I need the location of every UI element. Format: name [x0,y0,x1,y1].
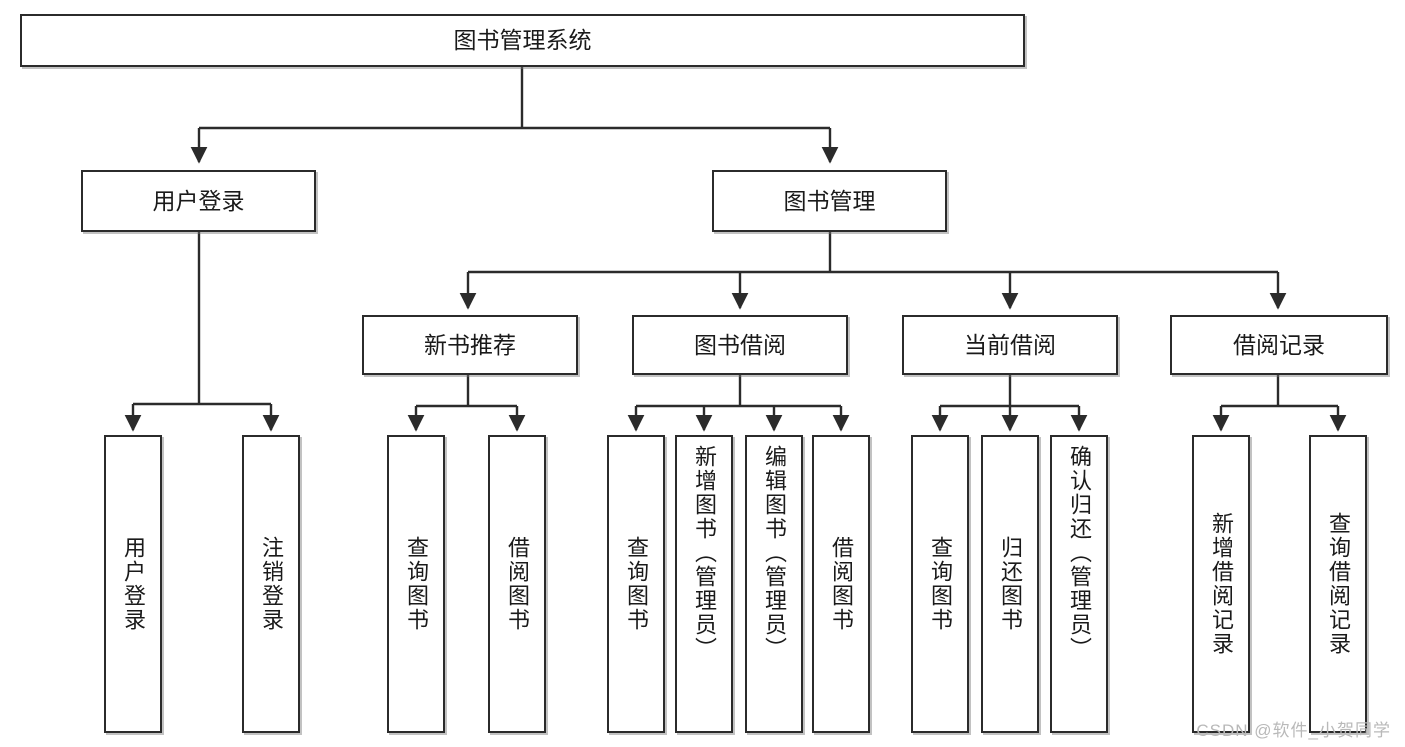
leaf-current-confirm-return-admin[interactable]: 确认归还（管理员） [1050,435,1108,733]
node-book-management[interactable]: 图书管理 [712,170,947,232]
leaf-recommend-borrow-book[interactable]: 借阅图书 [488,435,546,733]
node-label: 借阅图书 [505,536,530,632]
node-label: 查询图书 [404,536,429,632]
node-label: 查询图书 [928,536,953,632]
node-label: 用户登录 [152,187,245,214]
leaf-borrow-borrow-book[interactable]: 借阅图书 [812,435,870,733]
leaf-record-query-record[interactable]: 查询借阅记录 [1309,435,1367,733]
node-label: 归还图书 [998,536,1023,632]
node-label: 图书借阅 [694,331,786,358]
node-label: 新增图书（管理员） [692,445,717,661]
node-new-book-recommend[interactable]: 新书推荐 [362,315,578,375]
node-label: 编辑图书（管理员） [762,445,787,661]
node-book-borrow[interactable]: 图书借阅 [632,315,848,375]
node-label: 借阅记录 [1233,331,1325,358]
leaf-current-query-book[interactable]: 查询图书 [911,435,969,733]
csdn-watermark: CSDN @软件_小贺同学 [1196,721,1391,740]
node-label: 查询借阅记录 [1326,512,1351,656]
node-label: 当前借阅 [964,331,1056,358]
node-root-system[interactable]: 图书管理系统 [20,14,1025,67]
leaf-record-add-record[interactable]: 新增借阅记录 [1192,435,1250,733]
node-label: 注销登录 [259,536,284,632]
node-label: 确认归还（管理员） [1067,445,1092,661]
node-borrow-record[interactable]: 借阅记录 [1170,315,1388,375]
leaf-recommend-query-book[interactable]: 查询图书 [387,435,445,733]
node-label: 图书管理系统 [453,27,592,54]
leaf-current-return-book[interactable]: 归还图书 [981,435,1039,733]
node-label: 新书推荐 [424,331,516,358]
node-label: 新增借阅记录 [1209,512,1234,656]
leaf-borrow-edit-book-admin[interactable]: 编辑图书（管理员） [745,435,803,733]
leaf-user-login-login[interactable]: 用户登录 [104,435,162,733]
node-label: 查询图书 [624,536,649,632]
leaf-borrow-add-book-admin[interactable]: 新增图书（管理员） [675,435,733,733]
node-label: 用户登录 [121,536,146,632]
leaf-borrow-query-book[interactable]: 查询图书 [607,435,665,733]
node-user-login[interactable]: 用户登录 [81,170,316,232]
leaf-user-login-logout[interactable]: 注销登录 [242,435,300,733]
node-label: 借阅图书 [829,536,854,632]
node-label: 图书管理 [783,187,876,214]
node-current-borrow[interactable]: 当前借阅 [902,315,1118,375]
